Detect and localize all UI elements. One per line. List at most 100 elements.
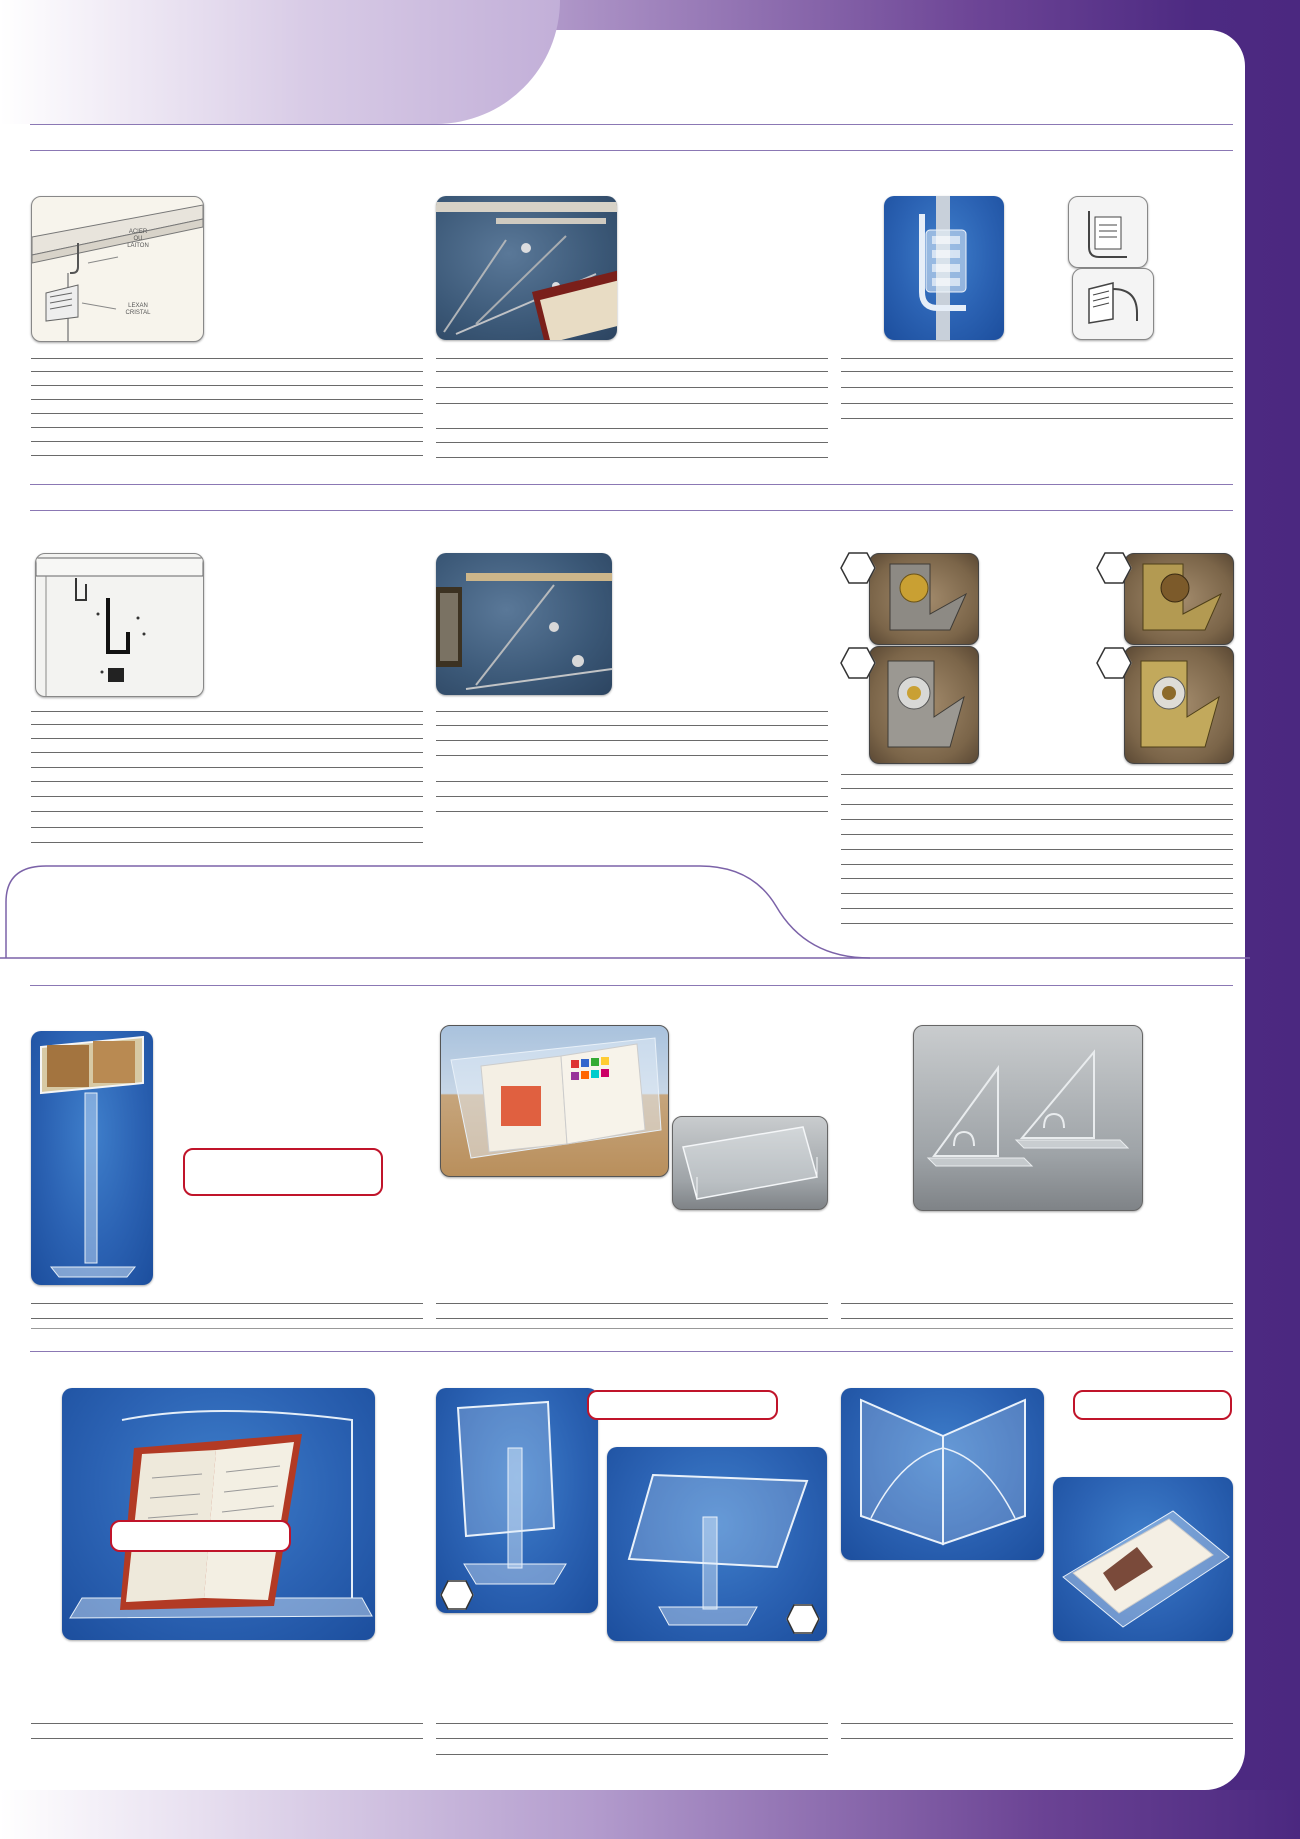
metal-hook-photo-2 xyxy=(1124,553,1234,645)
text-line xyxy=(436,387,828,388)
rail-profile-drawing xyxy=(36,557,203,696)
text-line xyxy=(841,908,1233,909)
section-rule xyxy=(30,1351,1233,1352)
price-badge xyxy=(1073,1390,1232,1420)
rail-profile-diagram xyxy=(35,553,204,697)
text-line xyxy=(841,819,1233,820)
diagram-label-steel: ACIER xyxy=(128,229,148,235)
variant-hex-outline xyxy=(786,1604,820,1634)
text-line xyxy=(841,774,1233,775)
metal-hook-photo-3 xyxy=(869,646,979,764)
variant-hex-outline xyxy=(440,1580,474,1610)
text-line xyxy=(841,387,1233,388)
text-line xyxy=(841,358,1233,359)
text-line xyxy=(841,923,1233,924)
crystal-hook-photo xyxy=(884,196,1004,340)
inclined-stand-1 xyxy=(436,1388,598,1613)
text-line xyxy=(841,371,1233,372)
section-rule xyxy=(30,985,1233,986)
text-line xyxy=(31,1723,423,1724)
section-rule xyxy=(30,484,1233,485)
metal-hook-drawing-1 xyxy=(889,563,968,631)
text-line xyxy=(31,399,423,400)
text-line xyxy=(436,442,828,443)
text-line xyxy=(31,1328,1233,1329)
metal-hook-photo-4 xyxy=(1124,646,1234,764)
rods-drawing xyxy=(436,202,617,340)
text-line xyxy=(841,403,1233,404)
inclined-stand-drawing-2 xyxy=(627,1473,809,1626)
text-line xyxy=(841,1318,1233,1319)
text-line xyxy=(31,413,423,414)
variant-hex-outline xyxy=(840,552,876,584)
text-line xyxy=(31,441,423,442)
text-line xyxy=(841,878,1233,879)
section-rule xyxy=(30,510,1233,511)
text-line xyxy=(31,358,423,359)
variant-hex-outline xyxy=(1096,552,1132,584)
text-line xyxy=(841,893,1233,894)
text-line xyxy=(841,849,1233,850)
crystal-hook-drawing xyxy=(919,196,967,340)
diagram-label-lexan: LEXAN xyxy=(128,303,148,309)
plate-stands xyxy=(913,1025,1143,1211)
text-line xyxy=(841,804,1233,805)
text-line xyxy=(436,371,828,372)
text-line xyxy=(436,755,828,756)
text-line xyxy=(436,428,828,429)
brochure-drawing xyxy=(450,1037,662,1159)
text-line xyxy=(841,1723,1233,1724)
hook-small-drawing-2 xyxy=(1088,282,1138,324)
hook-diagram-small-2 xyxy=(1072,268,1154,340)
header-rule-2 xyxy=(30,150,1233,151)
text-line xyxy=(31,371,423,372)
text-line xyxy=(31,385,423,386)
header-rule-1 xyxy=(30,124,1233,125)
text-line xyxy=(31,842,423,843)
folding-stand xyxy=(841,1388,1044,1560)
folding-stand-with-book xyxy=(1053,1477,1233,1641)
text-line xyxy=(436,1723,828,1724)
text-line xyxy=(31,767,423,768)
text-line xyxy=(841,864,1233,865)
text-line xyxy=(436,740,828,741)
folding-stand-drawing xyxy=(860,1398,1026,1546)
hook-small-drawing-1 xyxy=(1088,211,1127,258)
hook-diagram-small-1 xyxy=(1068,196,1148,268)
text-line xyxy=(31,1738,423,1739)
lectern-floor-stand xyxy=(31,1031,153,1285)
text-line xyxy=(841,418,1233,419)
rail-hook-diagram: ACIER OU LAITON LEXAN CRISTAL xyxy=(31,196,204,342)
text-line xyxy=(31,827,423,828)
header-tab xyxy=(0,0,560,124)
text-line xyxy=(31,1303,423,1304)
text-line xyxy=(841,1303,1233,1304)
text-line xyxy=(436,1754,828,1755)
footer-band xyxy=(0,1790,1300,1839)
text-line xyxy=(436,457,828,458)
folding-book-drawing xyxy=(1062,1510,1230,1628)
lectern-drawing xyxy=(40,1035,144,1278)
text-line xyxy=(31,781,423,782)
brochure-holder xyxy=(440,1025,669,1177)
text-line xyxy=(436,358,828,359)
text-line xyxy=(31,796,423,797)
text-line xyxy=(31,711,423,712)
text-line xyxy=(436,1303,828,1304)
metal-hook-drawing-4 xyxy=(1140,660,1220,748)
diagram-label-brass: LAITON xyxy=(127,243,149,249)
empty-holder-drawing xyxy=(682,1126,818,1200)
text-line xyxy=(436,711,828,712)
text-line xyxy=(436,725,828,726)
price-badge xyxy=(587,1390,778,1420)
rail-hook-drawing xyxy=(32,204,203,341)
text-line xyxy=(31,752,423,753)
rail-rods-photo-2 xyxy=(436,553,612,695)
metal-hook-drawing-2 xyxy=(1142,563,1223,631)
text-line xyxy=(841,834,1233,835)
text-line xyxy=(841,788,1233,789)
text-line xyxy=(31,1318,423,1319)
metal-hook-drawing-3 xyxy=(887,660,965,748)
book-stand-drawing xyxy=(69,1410,373,1619)
text-line xyxy=(436,1318,828,1319)
